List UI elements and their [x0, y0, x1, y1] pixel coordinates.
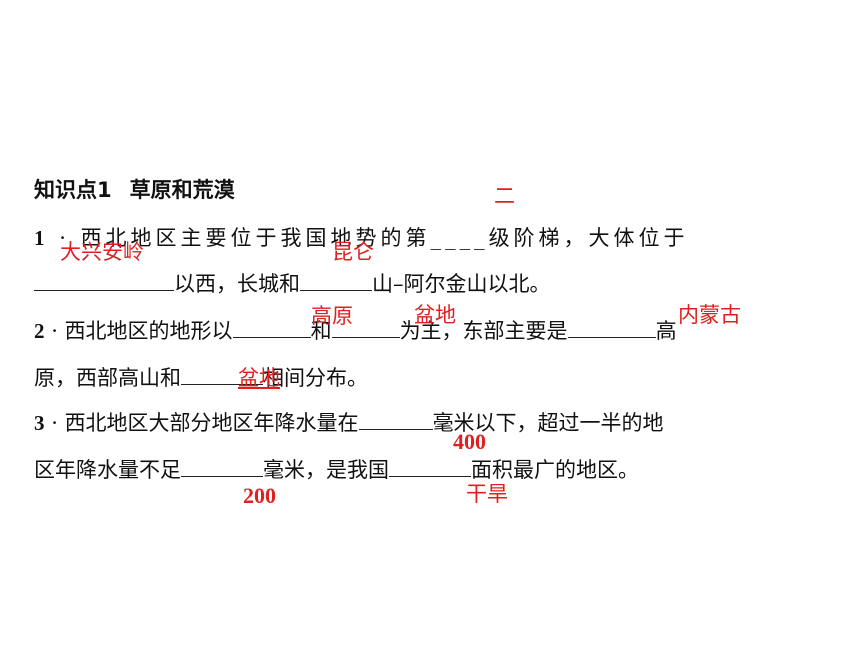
blank[interactable]	[34, 268, 174, 291]
blank[interactable]	[358, 407, 433, 430]
blank[interactable]	[181, 362, 263, 385]
question-text: 原，西部高山和	[34, 366, 181, 390]
blank[interactable]: ____	[430, 226, 489, 250]
answer-q3-rain: 400	[453, 429, 486, 454]
question-text: 西北地区大部分地区年降水量在	[64, 411, 359, 435]
blank[interactable]	[331, 315, 400, 338]
question-text: 西北地区的地形以	[64, 319, 233, 343]
number-separator: ·	[51, 319, 58, 343]
answer-q2-east: 内蒙古	[678, 303, 741, 327]
answer-q2-basin: 盆地	[414, 303, 456, 327]
answer-q3-dry: 干旱	[466, 482, 508, 506]
blank[interactable]	[232, 315, 311, 338]
answer-q2-plateau: 高原	[311, 304, 353, 328]
question-text: 毫米以下，超过一半的地	[432, 411, 664, 435]
question-text: 相间分布。	[263, 366, 368, 390]
blank[interactable]	[567, 315, 656, 338]
question-text: 和	[310, 319, 332, 343]
heading-label: 知识点1	[34, 178, 112, 202]
question-text: 以西，长城和	[174, 272, 300, 296]
question-text: 毫米，是我国	[263, 458, 389, 482]
section-heading: 知识点1 草原和荒漠	[34, 176, 235, 204]
answer-q1-mountain: 昆仑	[332, 240, 374, 264]
question-text: 面积最广的地区。	[471, 458, 639, 482]
blank[interactable]	[181, 454, 263, 477]
blank[interactable]	[389, 454, 471, 477]
question-1-line-1: 1 · 西北地区主要位于我国地势的第____级阶梯，大体位于	[34, 224, 689, 252]
blank[interactable]	[300, 268, 372, 291]
question-2-line-1: 2 · 西北地区的地形以 和 为主，东部主要是 高	[34, 315, 677, 343]
question-number: 1	[34, 226, 49, 250]
answer-q2-west: 盆地	[238, 366, 280, 390]
question-text: 区年降水量不足	[34, 458, 181, 482]
question-3-line-1: 3 · 西北地区大部分地区年降水量在 毫米以下，超过一半的地	[34, 407, 664, 435]
heading-title: 草原和荒漠	[129, 178, 235, 202]
question-3-line-2: 区年降水量不足 毫米，是我国 面积最广的地区。	[34, 454, 639, 482]
question-text: 高	[655, 319, 677, 343]
question-text: 西北地区主要位于我国地势的第	[80, 226, 431, 250]
number-separator: ·	[59, 226, 70, 250]
number-separator: ·	[51, 411, 58, 435]
question-1-line-2: 以西，长城和 山–阿尔金山以北。	[34, 268, 551, 296]
question-text: 山–阿尔金山以北。	[372, 272, 551, 296]
question-number: 2	[34, 319, 45, 343]
question-text: 为主，东部主要是	[399, 319, 568, 343]
question-text: 级阶梯，大体位于	[488, 226, 689, 250]
question-number: 3	[34, 411, 45, 435]
question-2-line-2: 原，西部高山和 相间分布。	[34, 362, 368, 390]
answer-q1-range: 大兴安岭	[60, 240, 144, 264]
answer-q1-stage: 二	[494, 184, 515, 208]
answer-q3-half: 200	[243, 483, 276, 508]
